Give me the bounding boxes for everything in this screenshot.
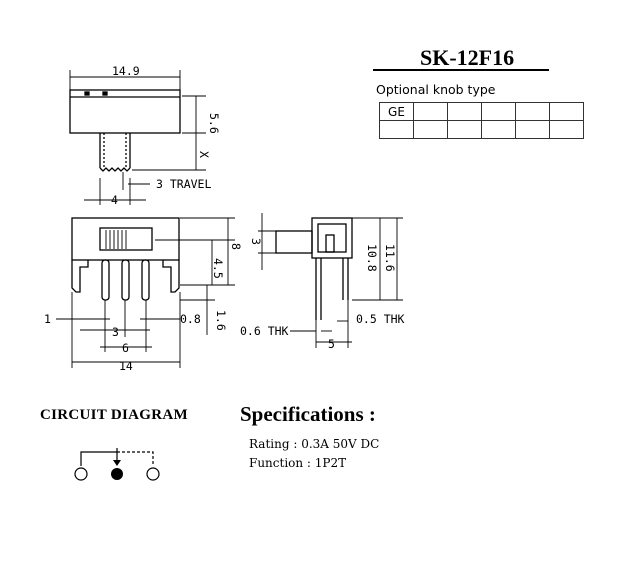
dim-front-width: 14 — [119, 359, 133, 373]
dim-travel: 3 TRAVEL — [156, 177, 211, 191]
dim-front-body-h: 8 — [229, 243, 243, 250]
dim-top-width: 14.9 — [112, 64, 140, 78]
dim-side-h2: 11.6 — [383, 244, 397, 272]
dim-side-thk2: 0.5 THK — [356, 312, 405, 326]
dim-front-knob-h: 4.5 — [211, 258, 225, 279]
product-title: SK-12F16 — [420, 45, 515, 70]
top-view-body — [69, 89, 181, 134]
dim-front-pin-len: 1.6 — [214, 310, 228, 331]
dim-front-pitch: 3 — [112, 325, 119, 339]
knob-cell — [549, 120, 584, 139]
front-view-body — [71, 217, 180, 261]
dim-front-span: 6 — [122, 341, 129, 355]
dim-side-width: 5 — [328, 337, 335, 351]
dim-pin-pitch-top: 4 — [111, 193, 118, 207]
dim-front-pin-end: 1 — [44, 312, 51, 326]
circuit-symbol — [74, 448, 160, 481]
circuit-diagram-title: CIRCUIT DIAGRAM — [40, 407, 188, 423]
dim-side-thk1: 0.6 THK — [240, 324, 289, 338]
dim-front-pin-width: 0.8 — [180, 312, 201, 326]
spec-function: Function : 1P2T — [249, 456, 347, 470]
dim-side-h1: 10.8 — [365, 244, 379, 272]
specifications-heading: Specifications : — [240, 402, 376, 426]
dim-top-x: X — [197, 151, 211, 158]
knob-type-label: Optional knob type — [376, 82, 496, 97]
dim-side-knob: 3 — [249, 238, 263, 245]
dim-top-height: 5.6 — [207, 113, 221, 134]
knob-type-table: GE — [379, 102, 584, 139]
spec-rating: Rating : 0.3A 50V DC — [249, 437, 380, 451]
